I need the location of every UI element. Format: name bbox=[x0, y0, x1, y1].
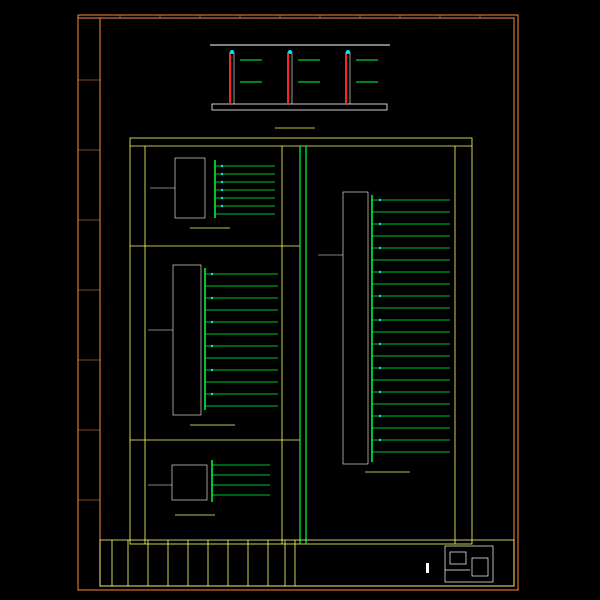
panel-al-2 bbox=[148, 264, 278, 426]
location-plan-icon bbox=[444, 545, 494, 583]
title-block bbox=[99, 539, 515, 587]
panel-al-1 bbox=[150, 157, 275, 229]
riser-diagram bbox=[210, 44, 390, 129]
sheet-border bbox=[77, 14, 519, 591]
breaker-icon bbox=[230, 50, 234, 54]
top-ruler bbox=[119, 15, 481, 18]
panel-al-3 bbox=[148, 460, 270, 516]
panel-frame bbox=[129, 137, 473, 545]
panel-ap-1 bbox=[318, 191, 450, 473]
left-ruler bbox=[78, 79, 100, 501]
scale-marker bbox=[426, 563, 429, 573]
breaker-icon bbox=[288, 50, 292, 54]
divider-lines bbox=[299, 146, 307, 544]
breaker-icon bbox=[346, 50, 350, 54]
